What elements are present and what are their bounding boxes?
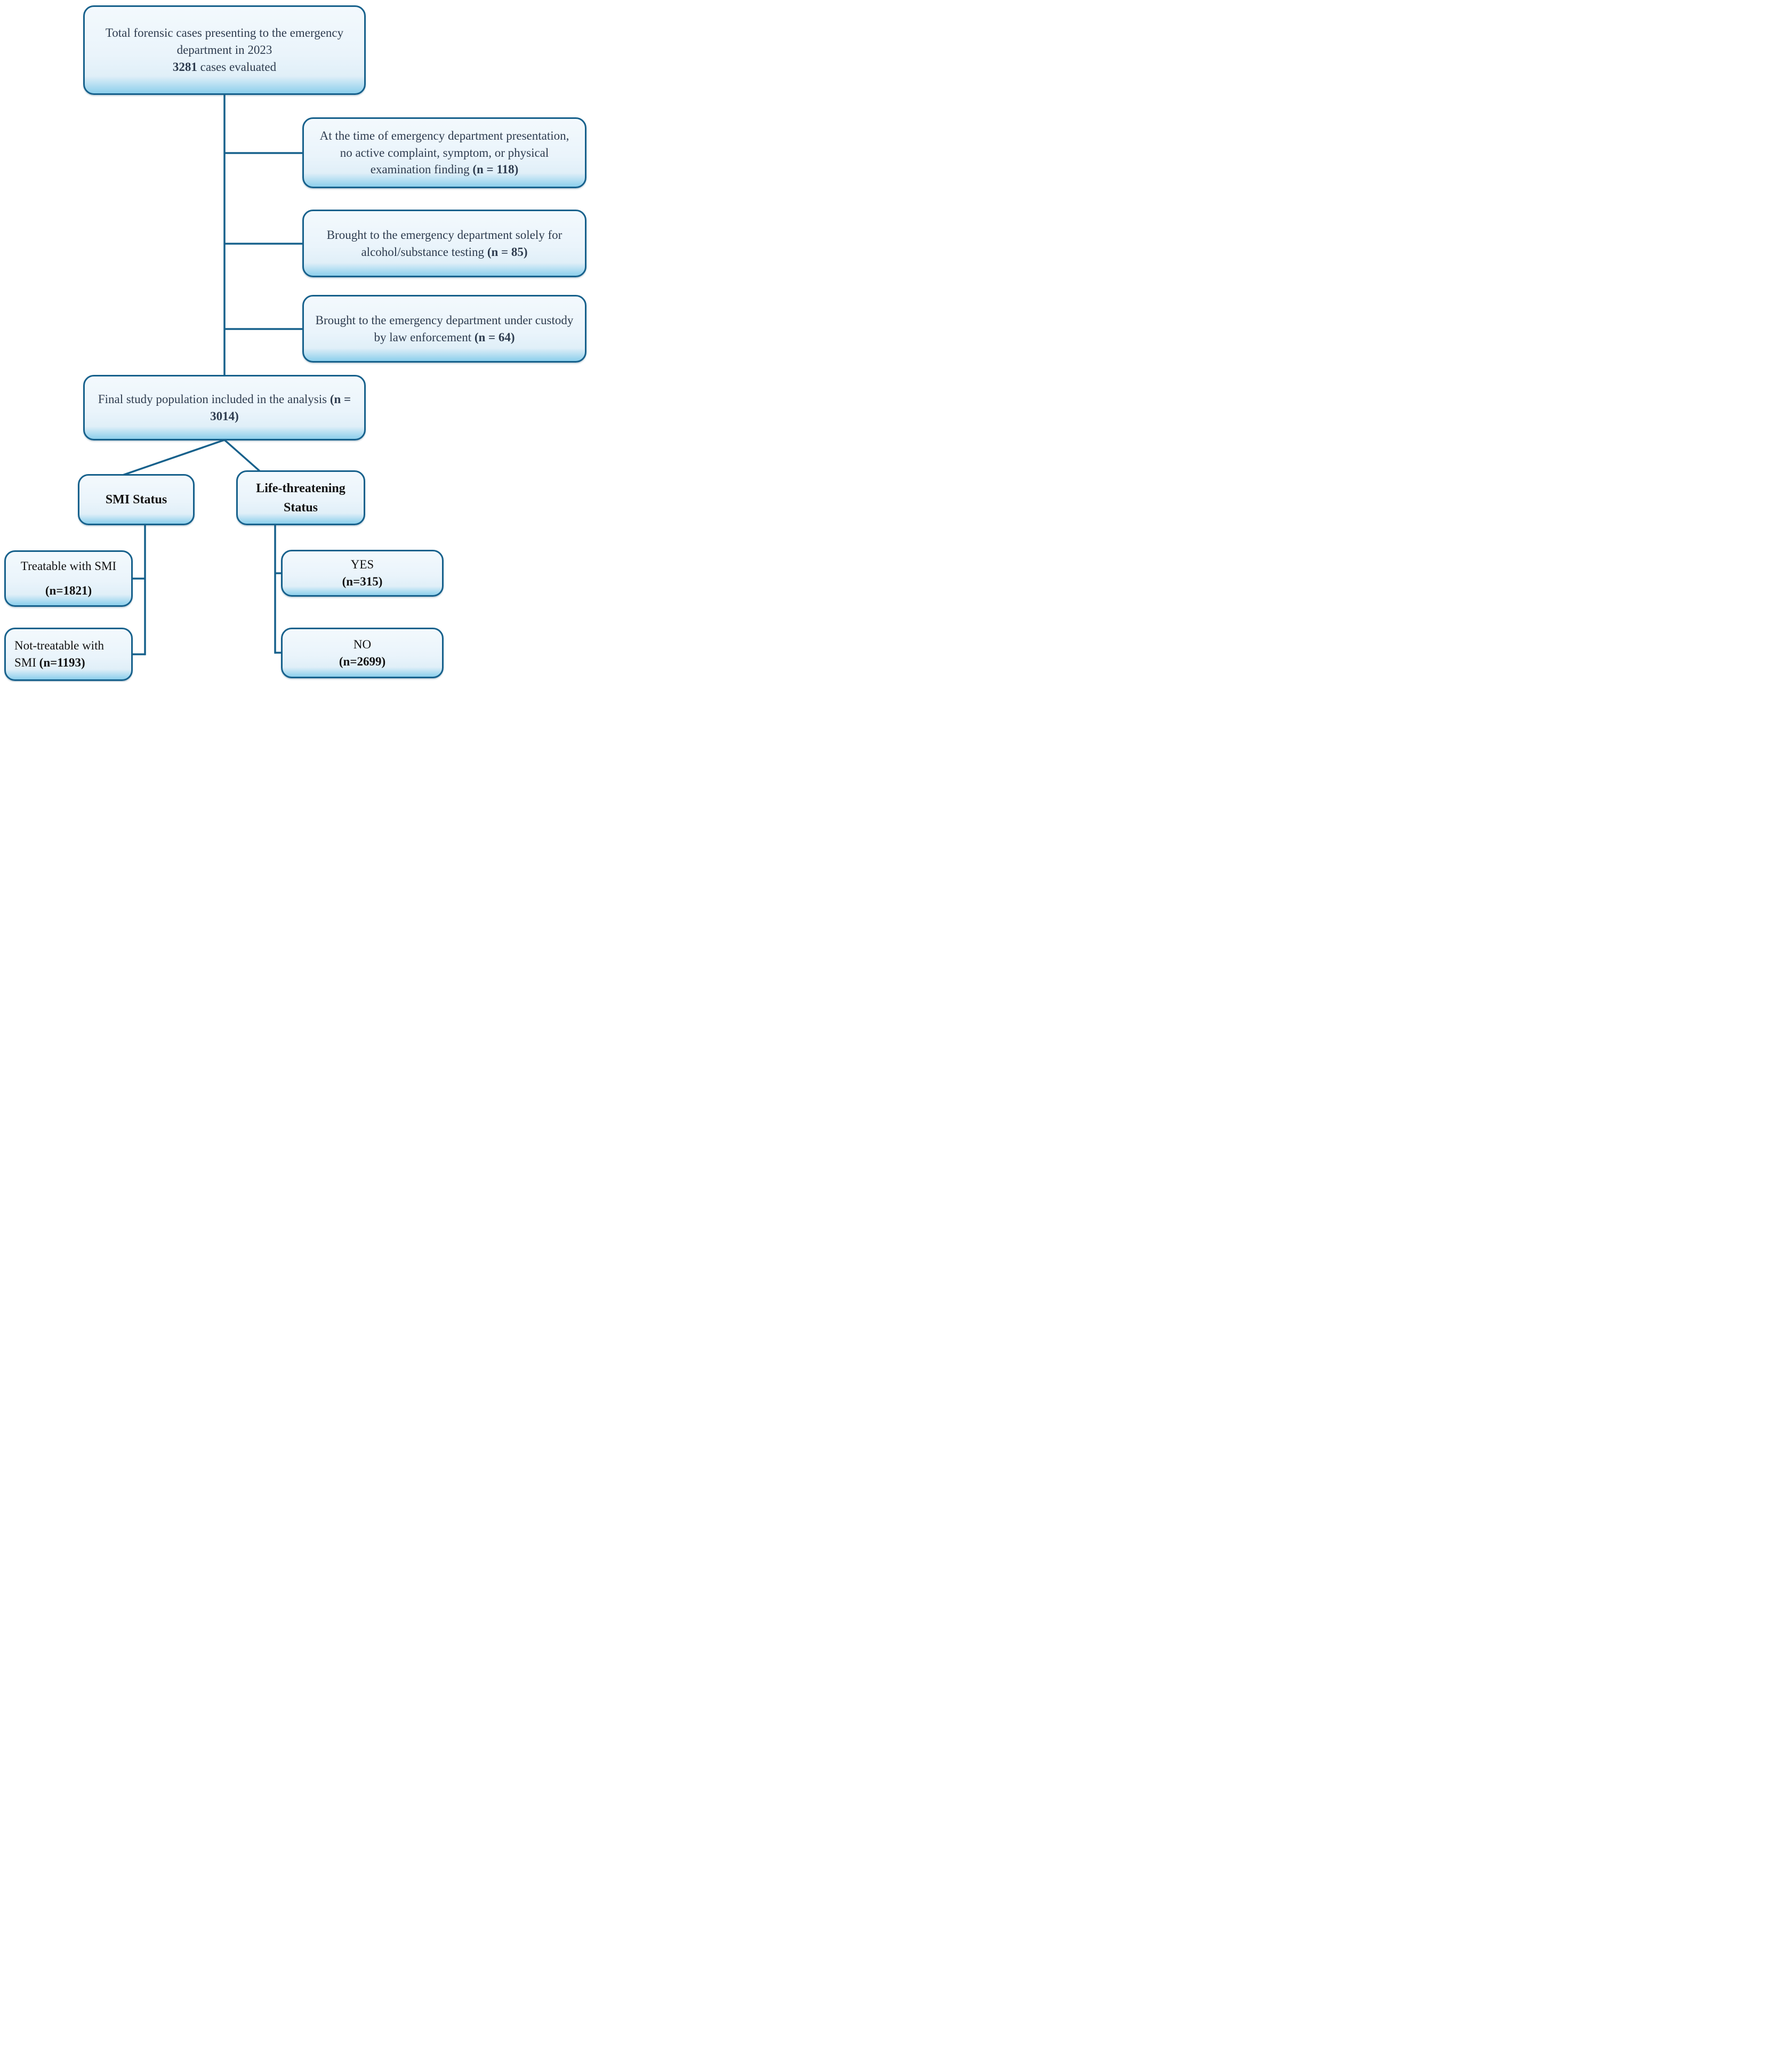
box-smi-status: SMI Status: [78, 474, 195, 525]
box-total-cases: Total forensic cases presenting to the e…: [83, 5, 366, 95]
box-life-threatening-status: Life-threatening Status: [236, 470, 365, 525]
connector-diagonal-smi: [122, 439, 225, 476]
total-cases-count: 3281 cases evaluated: [172, 60, 277, 74]
box-life-threatening-yes: YES (n=315): [281, 550, 444, 597]
box-exclusion-substance-testing: Brought to the emergency department sole…: [302, 210, 586, 277]
box-final-population: Final study population included in the a…: [83, 375, 366, 440]
total-cases-text: Total forensic cases presenting to the e…: [105, 26, 344, 57]
box-not-treatable-with-smi: Not-treatable with SMI (n=1193): [4, 628, 133, 681]
connector-diagonal-life: [223, 439, 262, 473]
box-exclusion-law-enforcement: Brought to the emergency department unde…: [302, 295, 586, 363]
yes-label: YES: [350, 558, 374, 572]
treatable-count: (n=1821): [45, 584, 92, 597]
connector-lines: [122, 94, 303, 655]
no-count: (n=2699): [339, 654, 386, 668]
not-treatable-line1: Not-treatable with: [14, 639, 104, 653]
treatable-text: Treatable with SMI: [20, 559, 117, 573]
exclusion-substance-testing-text: Brought to the emergency department sole…: [326, 228, 562, 259]
flowchart-canvas: Total forensic cases presenting to the e…: [0, 0, 598, 682]
final-population-text: Final study population included in the a…: [98, 392, 351, 423]
life-threatening-title: Life-threatening Status: [256, 481, 345, 515]
exclusion-law-enforcement-text: Brought to the emergency department unde…: [315, 313, 574, 344]
box-exclusion-no-complaint: At the time of emergency department pres…: [302, 117, 586, 188]
yes-count: (n=315): [342, 575, 383, 588]
not-treatable-line2: SMI (n=1193): [14, 656, 85, 669]
exclusion-no-complaint-text: At the time of emergency department pres…: [319, 129, 569, 177]
smi-status-title: SMI Status: [105, 493, 167, 507]
box-life-threatening-no: NO (n=2699): [281, 628, 444, 678]
no-label: NO: [353, 637, 372, 651]
box-treatable-with-smi: Treatable with SMI (n=1821): [4, 550, 133, 607]
